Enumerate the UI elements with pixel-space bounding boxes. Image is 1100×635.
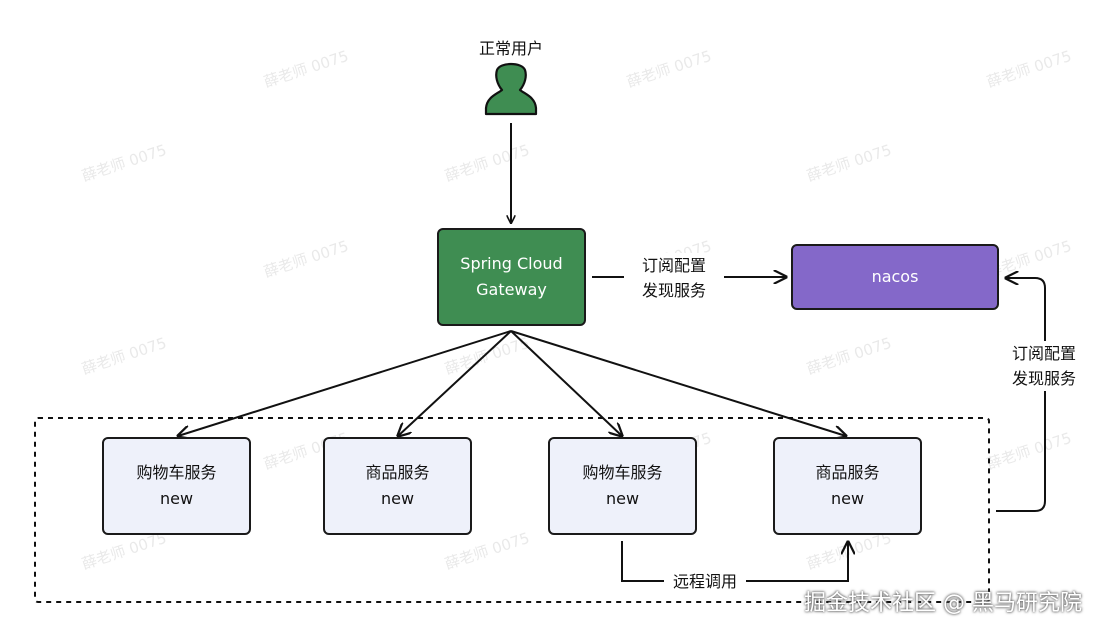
service-tag: new — [159, 489, 194, 508]
service-name: 购物车服务 — [136, 463, 217, 482]
gateway-label-line1: Spring Cloud — [460, 254, 563, 273]
services-nacos-edge-label-line2: 发现服务 — [1011, 369, 1076, 388]
service-name: 商品服务 — [815, 463, 880, 482]
gateway-node: Spring Cloud Gateway — [437, 228, 586, 326]
arrow-gateway-to-service-3 — [510, 330, 622, 436]
service-node-cart-1: 购物车服务 new — [102, 437, 251, 535]
arrow-services-to-nacos — [996, 278, 1046, 512]
service-node-cart-2: 购物车服务 new — [548, 437, 697, 535]
service-node-item-1: 商品服务 new — [323, 437, 472, 535]
user-label: 正常用户 — [478, 39, 543, 58]
arrow-gateway-to-service-1 — [178, 330, 512, 436]
remote-call-label: 远程调用 — [672, 572, 737, 591]
gateway-nacos-edge-label: 订阅配置 发现服务 — [624, 253, 724, 303]
gateway-nacos-edge-label-line2: 发现服务 — [641, 281, 706, 300]
service-tag: new — [380, 489, 415, 508]
service-name: 商品服务 — [365, 463, 430, 482]
service-tag: new — [830, 489, 865, 508]
arrow-gateway-to-service-2 — [398, 330, 512, 436]
gateway-nacos-edge-label-line1: 订阅配置 — [641, 256, 706, 275]
arrow-remote-call — [621, 541, 848, 582]
arrow-gateway-to-service-4 — [510, 330, 846, 436]
services-nacos-edge-label: 订阅配置 发现服务 — [1000, 341, 1088, 391]
service-node-item-2: 商品服务 new — [773, 437, 922, 535]
footer-credit: 掘金技术社区 @ 黑马研究院 — [804, 591, 1082, 616]
user-icon — [484, 62, 538, 116]
gateway-label-line2: Gateway — [476, 280, 547, 299]
services-nacos-edge-label-line1: 订阅配置 — [1011, 344, 1076, 363]
nacos-label: nacos — [871, 267, 919, 286]
service-name: 购物车服务 — [582, 463, 663, 482]
services-group-boundary — [34, 417, 990, 603]
nacos-node: nacos — [791, 244, 999, 310]
service-tag: new — [605, 489, 640, 508]
